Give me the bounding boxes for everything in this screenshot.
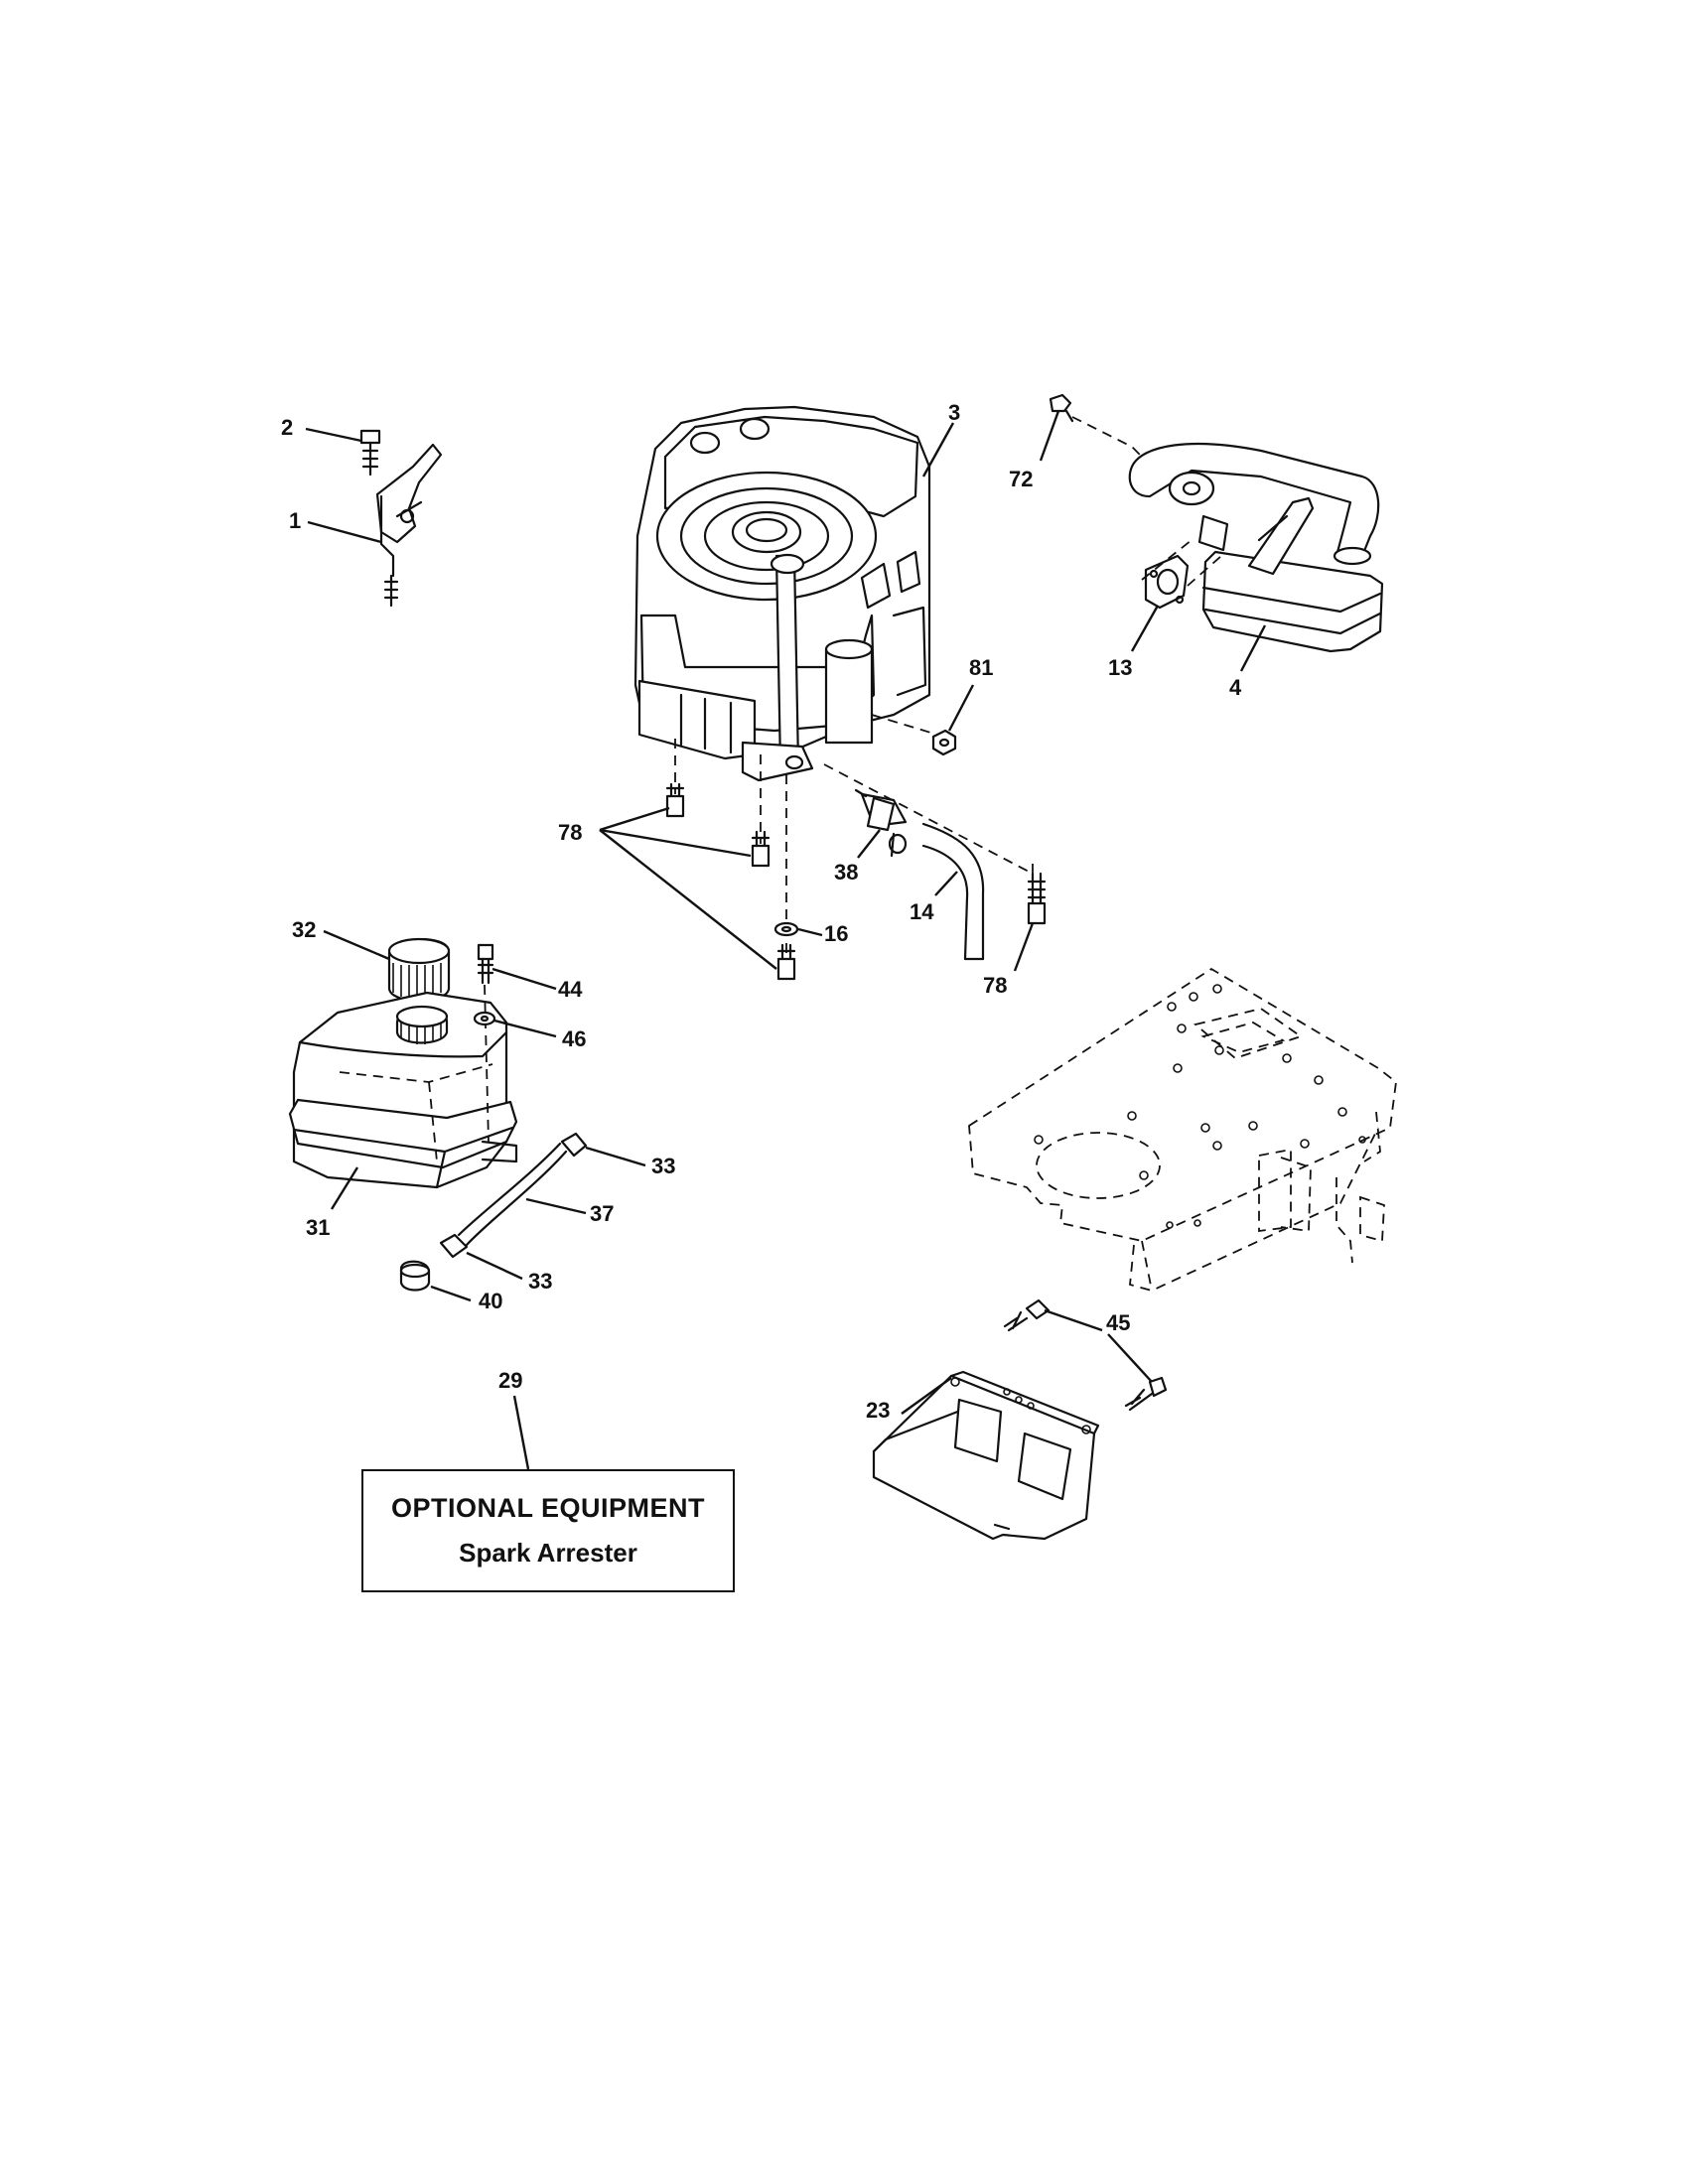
callout-2: 2 bbox=[281, 415, 362, 443]
fuel-line-part bbox=[399, 1132, 588, 1292]
svg-text:13: 13 bbox=[1108, 655, 1132, 680]
chassis-frame-part bbox=[968, 967, 1397, 1292]
nut-part bbox=[931, 729, 957, 756]
optional-equipment-title: OPTIONAL EQUIPMENT bbox=[390, 1493, 706, 1523]
spark-arrester-label: Spark Arrester bbox=[459, 1538, 637, 1568]
fuel-filter-part bbox=[854, 788, 908, 858]
svg-text:4: 4 bbox=[1229, 675, 1242, 700]
callout-4: 4 bbox=[1229, 624, 1267, 700]
fuel-cap-part bbox=[387, 937, 451, 1003]
gasket-part bbox=[1141, 539, 1222, 610]
callout-14: 14 bbox=[910, 871, 958, 924]
svg-text:78: 78 bbox=[983, 973, 1007, 998]
callout-16: 16 bbox=[797, 921, 848, 946]
callout-1: 1 bbox=[289, 508, 382, 544]
callout-33-bottom: 33 bbox=[466, 1251, 552, 1294]
callout-13: 13 bbox=[1108, 605, 1160, 680]
callout-44: 44 bbox=[491, 967, 583, 1002]
callout-40: 40 bbox=[430, 1285, 502, 1313]
engine-bolt-part bbox=[665, 782, 1047, 981]
svg-text:40: 40 bbox=[479, 1289, 502, 1313]
callout-78-right: 78 bbox=[983, 922, 1035, 998]
engine-part bbox=[633, 405, 1034, 953]
callout-29: 29 bbox=[498, 1368, 530, 1470]
svg-text:33: 33 bbox=[528, 1269, 552, 1294]
svg-text:14: 14 bbox=[910, 899, 934, 924]
svg-text:16: 16 bbox=[824, 921, 848, 946]
svg-text:2: 2 bbox=[281, 415, 293, 440]
exhaust-bolt-part bbox=[1049, 393, 1153, 468]
svg-text:81: 81 bbox=[969, 655, 993, 680]
fuel-tank-part bbox=[288, 991, 518, 1189]
callout-38: 38 bbox=[834, 829, 881, 885]
svg-text:38: 38 bbox=[834, 860, 858, 885]
callout-32: 32 bbox=[292, 917, 390, 961]
svg-text:29: 29 bbox=[498, 1368, 522, 1393]
throttle-bracket-part bbox=[359, 429, 443, 608]
svg-text:78: 78 bbox=[558, 820, 582, 845]
svg-text:32: 32 bbox=[292, 917, 316, 942]
tank-bolt-part bbox=[473, 943, 496, 1143]
muffler-part bbox=[1128, 442, 1384, 653]
callout-3: 3 bbox=[921, 400, 960, 478]
svg-text:44: 44 bbox=[558, 977, 583, 1002]
svg-text:1: 1 bbox=[289, 508, 301, 533]
svg-text:33: 33 bbox=[651, 1154, 675, 1178]
callout-45: 45 bbox=[1044, 1308, 1153, 1383]
callout-37: 37 bbox=[525, 1197, 614, 1226]
svg-text:46: 46 bbox=[562, 1026, 586, 1051]
callout-72: 72 bbox=[1009, 410, 1060, 491]
svg-text:23: 23 bbox=[866, 1398, 890, 1423]
callout-23: 23 bbox=[866, 1377, 952, 1423]
callout-81: 81 bbox=[947, 655, 993, 732]
callout-78-left: 78 bbox=[558, 806, 777, 970]
svg-text:31: 31 bbox=[306, 1215, 330, 1240]
svg-text:37: 37 bbox=[590, 1201, 614, 1226]
fuel-hose-part bbox=[921, 822, 985, 961]
callout-31: 31 bbox=[306, 1166, 359, 1240]
callout-33-top: 33 bbox=[585, 1146, 675, 1178]
svg-text:45: 45 bbox=[1106, 1310, 1130, 1335]
washer-part bbox=[773, 921, 799, 937]
svg-text:72: 72 bbox=[1009, 467, 1033, 491]
optional-equipment-box: OPTIONAL EQUIPMENT Spark Arrester bbox=[361, 1469, 735, 1592]
svg-text:3: 3 bbox=[948, 400, 960, 425]
callout-46: 46 bbox=[493, 1019, 586, 1051]
heat-shield-part bbox=[872, 1298, 1168, 1541]
